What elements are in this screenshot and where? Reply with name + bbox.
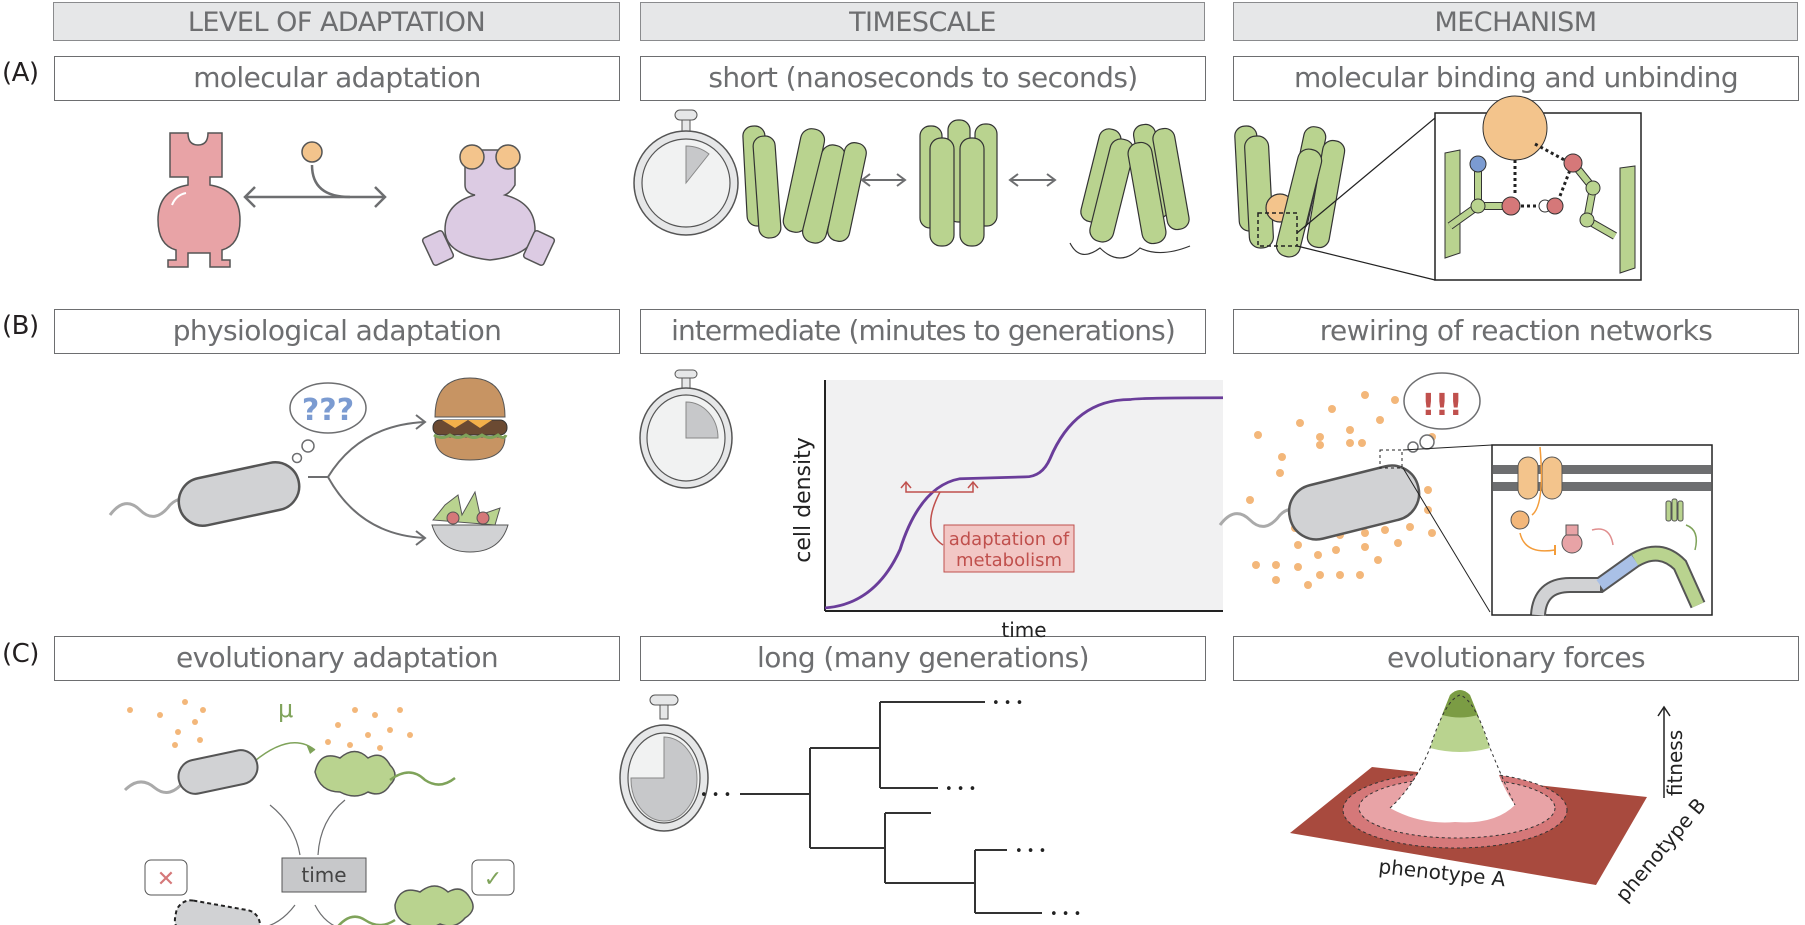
tree-branches bbox=[740, 701, 1042, 914]
nutrient-dots bbox=[1246, 391, 1436, 589]
annotation-line2: metabolism bbox=[956, 550, 1062, 571]
dead-bacterium-icon bbox=[173, 899, 261, 925]
branch-arrows-icon bbox=[308, 414, 427, 546]
annotation-bracket bbox=[900, 480, 979, 546]
helix-bundle-icon-2 bbox=[919, 119, 998, 247]
double-arrow-icon bbox=[1008, 173, 1057, 187]
ellipsis-leaf: • • • bbox=[1050, 907, 1081, 922]
growth-curve-line bbox=[824, 396, 1224, 610]
ellipsis-leaf: • • • bbox=[992, 696, 1023, 711]
fitness-peak bbox=[1442, 690, 1478, 718]
svg-text:✓: ✓ bbox=[484, 867, 502, 892]
mechanism-label-forces: evolutionary forces bbox=[1233, 636, 1799, 681]
short-timescale-illustration bbox=[633, 109, 1191, 259]
row-tag-b: (B) bbox=[2, 311, 39, 341]
reject-bubble-icon: ✕ bbox=[144, 859, 188, 896]
question-marks: ??? bbox=[302, 393, 354, 428]
column-header-timescale: TIMESCALE bbox=[640, 2, 1205, 41]
stopwatch-icon-long bbox=[619, 694, 709, 832]
mechanism-label-rewiring: rewiring of reaction networks bbox=[1233, 309, 1799, 354]
membrane-inset bbox=[1491, 444, 1713, 617]
nutrient-dots bbox=[127, 699, 413, 751]
repressor-protein-icon bbox=[1561, 524, 1583, 554]
mutant-bacterium-icon bbox=[314, 750, 456, 797]
annotation-line1: adaptation of bbox=[949, 529, 1070, 550]
purple-protein-icon bbox=[421, 144, 556, 267]
thought-bubble-icon: !!! bbox=[1403, 372, 1481, 453]
binding-pocket-inset bbox=[1434, 95, 1642, 281]
time-box bbox=[281, 857, 367, 893]
mutation-symbol: μ bbox=[278, 695, 293, 723]
fitness-landscape: fitness phenotype A phenotype B bbox=[1290, 690, 1711, 906]
helix-bundle-icon bbox=[1234, 125, 1346, 258]
column-header-level: LEVEL OF ADAPTATION bbox=[53, 2, 620, 41]
mechanism-label-binding: molecular binding and unbinding bbox=[1233, 56, 1799, 101]
salad-bowl-icon bbox=[431, 490, 509, 553]
helix-bundle-icon-1 bbox=[742, 125, 867, 244]
timescale-label-intermediate: intermediate (minutes to generations) bbox=[640, 309, 1206, 354]
phylogenetic-tree: • • • • • • • • • • • • • • • bbox=[700, 696, 1081, 922]
physiological-adaptation-illustration: ??? bbox=[108, 377, 509, 553]
pink-protein-icon bbox=[157, 132, 241, 268]
double-arrow-icon bbox=[243, 186, 387, 208]
thought-bubble-icon: ??? bbox=[289, 382, 367, 464]
row-tag-c: (C) bbox=[2, 639, 39, 669]
double-arrow-icon bbox=[860, 173, 907, 187]
y-axis-label: cell density bbox=[791, 437, 816, 563]
small-helix-icon bbox=[1665, 498, 1684, 522]
exclamation-marks: !!! bbox=[1421, 388, 1462, 423]
annotation-box bbox=[943, 524, 1075, 573]
growth-curve-chart: cell density time adaptation of metaboli… bbox=[791, 380, 1224, 642]
x-axis-label: time bbox=[1001, 618, 1046, 642]
row-tag-a: (A) bbox=[2, 58, 39, 88]
binding-mechanism-illustration bbox=[1234, 95, 1642, 281]
level-label-physiological: physiological adaptation bbox=[54, 309, 620, 354]
ellipsis-leaf: • • • bbox=[945, 782, 976, 797]
molecular-adaptation-illustration bbox=[157, 132, 556, 268]
ellipsis-root: • • • bbox=[700, 788, 731, 803]
evolutionary-adaptation-illustration: μ time ✕ ✓ bbox=[123, 695, 515, 925]
ellipsis-leaf: • • • bbox=[1015, 844, 1046, 859]
svg-text:✕: ✕ bbox=[157, 867, 175, 892]
level-label-molecular: molecular adaptation bbox=[54, 56, 620, 101]
time-arrows bbox=[269, 799, 346, 925]
time-label: time bbox=[301, 863, 346, 887]
level-label-evolutionary: evolutionary adaptation bbox=[54, 636, 620, 681]
helix-bundle-icon-3 bbox=[1069, 123, 1191, 259]
bacterium-icon bbox=[1218, 449, 1421, 541]
bacterium-icon bbox=[123, 749, 259, 795]
timescale-label-short: short (nanoseconds to seconds) bbox=[640, 56, 1206, 101]
bacterium-icon bbox=[108, 461, 301, 527]
column-header-mechanism: MECHANISM bbox=[1233, 2, 1798, 41]
reaction-network-illustration: !!! bbox=[1218, 372, 1713, 617]
stopwatch-icon-short bbox=[633, 109, 739, 236]
accept-bubble-icon: ✓ bbox=[471, 859, 515, 896]
ligand-icon bbox=[301, 141, 323, 163]
timescale-label-long: long (many generations) bbox=[640, 636, 1206, 681]
fitness-axis-label: fitness bbox=[1663, 730, 1687, 796]
surviving-mutant-icon bbox=[337, 885, 474, 925]
stopwatch-icon-intermediate bbox=[639, 369, 733, 489]
burger-icon bbox=[432, 377, 508, 461]
